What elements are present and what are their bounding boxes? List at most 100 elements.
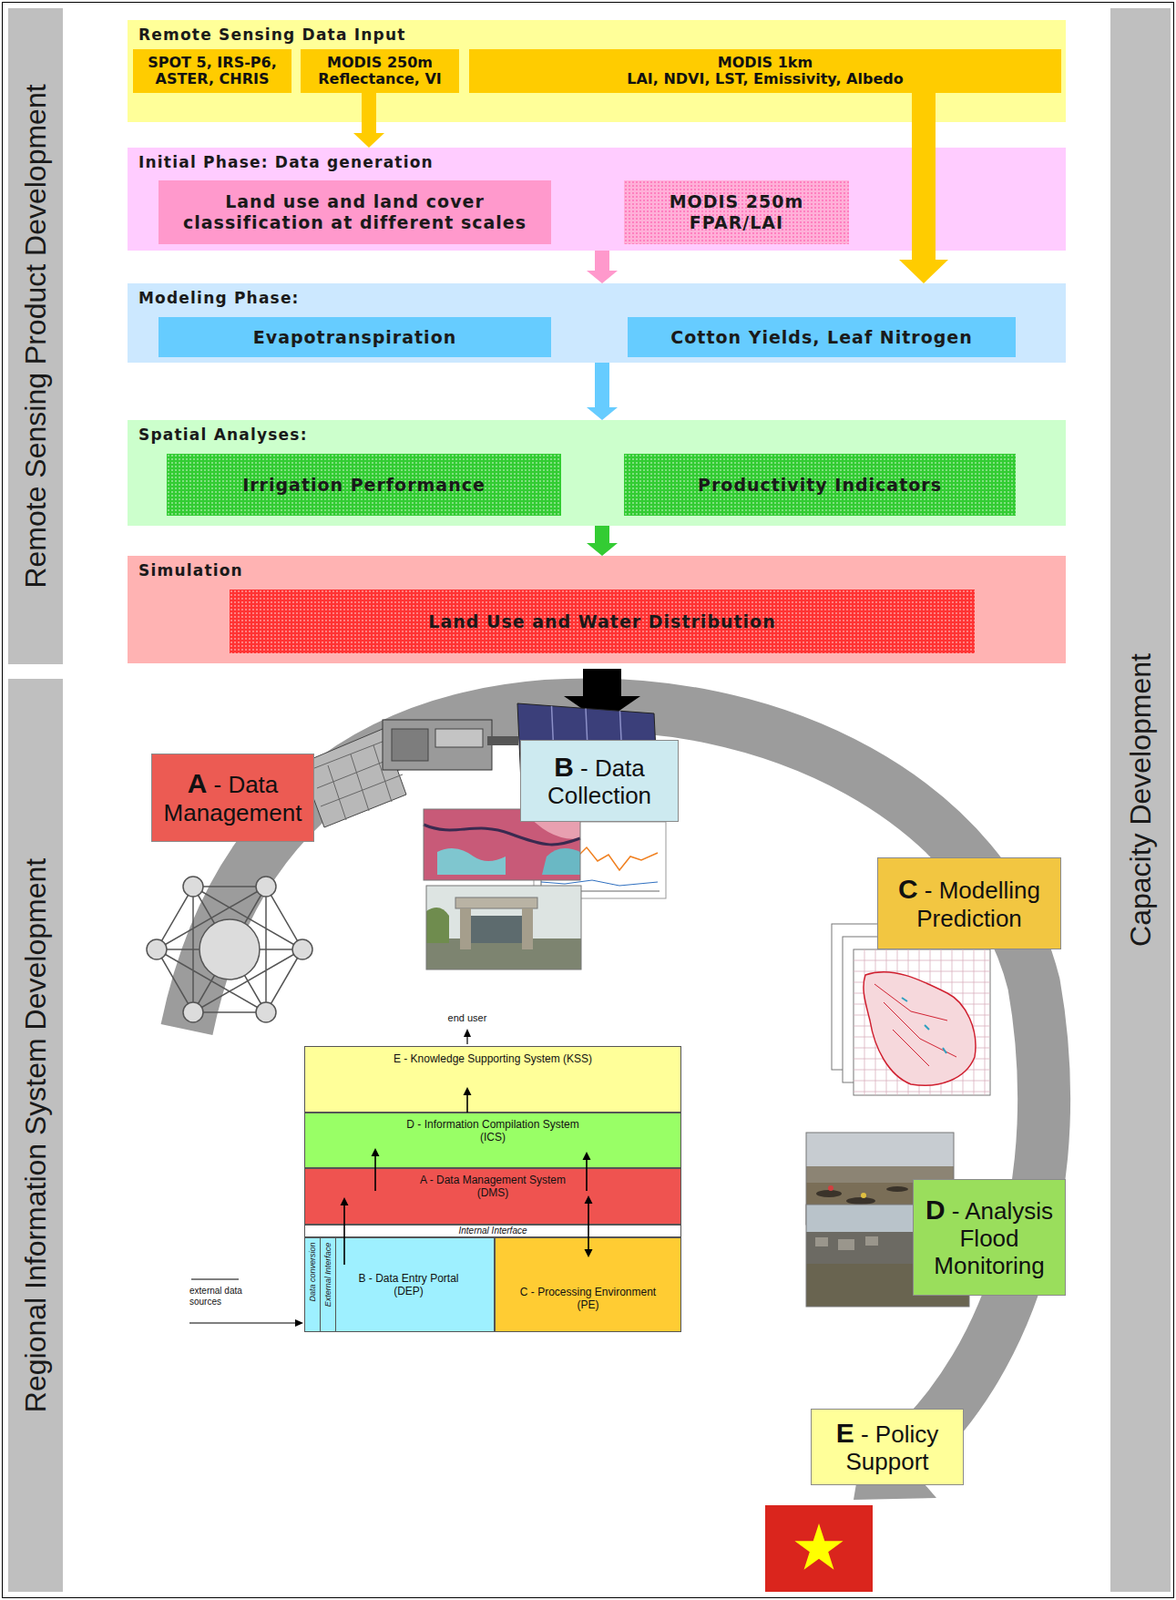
stage-box: D - Analysis Flood Monitoring [912,1178,1066,1296]
chart-image [541,879,658,886]
note-label: external data sources [189,1285,246,1308]
network-icon [156,886,303,1013]
layer-box: A - Data Management System (DMS) [304,1167,682,1225]
node-text: Reflectance, VI [303,71,457,88]
sluice-gate-photo [455,897,538,909]
node-text: MODIS 250m [303,54,457,72]
cycle-arrow [186,704,1044,1500]
node-text: E - Knowledge Supporting System (KSS) [314,1052,672,1065]
section-title: Remote Sensing Data Input [127,20,1066,50]
block-arrow [899,92,949,284]
model-map-stack [863,971,976,1085]
layer-box: D - Information Compilation System (ICS) [304,1112,682,1168]
external-source-arrow [189,1278,304,1327]
cycle-arrow [186,704,1044,1458]
network-icon [146,876,313,1023]
flow-arrow [371,1147,380,1191]
network-icon [183,876,204,897]
node-text: B - Data Entry Portal (DEP) [350,1271,467,1299]
satellite-icon [391,728,429,761]
satellite-icon [435,728,483,747]
node-text: Cotton Yields, Leaf Nitrogen [638,327,1005,348]
interface-strip: Data conversion [305,1237,321,1331]
node-text: Regional Information System Development [19,858,53,1412]
process-box: MODIS 250mFPAR/LAI [623,180,849,245]
model-map-stack [874,983,957,1066]
node-text: Data conversion [307,1241,318,1301]
flow-arrow [463,1086,472,1113]
satellite-image [423,824,581,845]
satellite-image [437,848,506,875]
satellite-image [541,848,581,875]
node-text: D - Analysis Flood Monitoring [919,1194,1060,1280]
node-text: A - Data Management System (DMS) [414,1173,572,1200]
flow-arrow [340,1196,349,1265]
node-text: D - Information Compilation System (ICS) [402,1117,583,1145]
node-text: Remote Sensing Product Development [19,83,53,588]
node-text: C - Processing Environment (PE) [513,1285,663,1312]
node-text: FPAR/LAI [634,212,839,234]
sluice-gate-photo [426,938,582,970]
process-box: Irrigation Performance [166,453,562,516]
sluice-gate-photo [426,885,582,970]
input-box: MODIS 1kmLAI, NDVI, LST, Emissivity, Alb… [469,49,1062,93]
model-map-stack [901,997,947,1054]
section-title: Initial Phase: Data generation [127,147,1066,177]
satellite-icon [382,719,492,770]
floating-market-photo [828,1185,834,1191]
input-box: MODIS 250mReflectance, VI [300,49,460,93]
section-title: Simulation [127,555,1066,585]
sluice-gate-photo [426,907,450,943]
sluice-gate-photo [521,908,533,950]
riverbank-photo [815,1237,829,1247]
side-band: Regional Information System Development [8,678,63,1592]
node-text: LAI, NDVI, LST, Emissivity, Albedo [471,71,1059,88]
node-text: Capacity Development [1124,653,1158,947]
satellite-icon [487,736,519,746]
node-text: Irrigation Performance [177,474,551,496]
section-panel: Modeling Phase: Evapotranspiration Cotton … [127,283,1066,363]
model-map-stack [853,949,991,1095]
process-box: Land use and land cover classification a… [158,180,552,245]
flow-arrow [584,1195,594,1258]
node-text: A - Data Management [157,767,308,827]
floating-market-photo [846,1196,876,1205]
external-source-arrow [191,1278,239,1280]
node-text: Land Use and Water Distribution [240,611,964,633]
node-text: MODIS 1km [471,54,1059,72]
section-title: Modeling Phase: [127,283,1066,313]
sluice-gate-photo [426,885,582,970]
riverbank-photo [865,1236,879,1246]
block-arrow [586,525,618,556]
network-icon [292,939,313,960]
chart-image [541,847,658,875]
layer-box: E - Knowledge Supporting System (KSS) [304,1045,682,1113]
section-panel: Spatial Analyses: Irrigation Performance P… [127,419,1066,526]
vietnam-flag [765,1504,873,1592]
process-box: Cotton Yields, Leaf Nitrogen [627,317,1016,358]
section-title: Spatial Analyses: [127,419,1066,450]
process-box: Productivity Indicators [623,453,1016,516]
process-box: Land Use and Water Distribution [229,589,975,654]
stage-box: A - Data Management [151,753,315,842]
process-box: Evapotranspiration [158,317,552,358]
model-map-stack [831,923,991,1095]
interface-strip: Internal Interface [304,1224,682,1238]
model-map-stack [853,949,991,1095]
input-box: SPOT 5, IRS-P6, ASTER, CHRIS [132,49,292,93]
node-text: Evapotranspiration [169,327,541,348]
block-arrow [586,250,618,284]
stage-box: C - Modelling Prediction [877,857,1062,950]
node-text: Productivity Indicators [634,474,1005,496]
floating-market-photo [816,1189,842,1197]
node-text: E - Policy Support [817,1417,958,1476]
sluice-gate-photo [460,908,471,950]
floating-market-photo [860,1192,867,1198]
external-source-arrow [189,1321,297,1323]
stage-box: B - Data Collection [520,739,679,822]
sluice-gate-photo [470,915,522,943]
vietnam-flag [765,1504,873,1592]
note-label: end user [430,1012,504,1024]
network-icon [146,939,167,960]
node-text: Land use and land cover classification a… [169,191,541,234]
